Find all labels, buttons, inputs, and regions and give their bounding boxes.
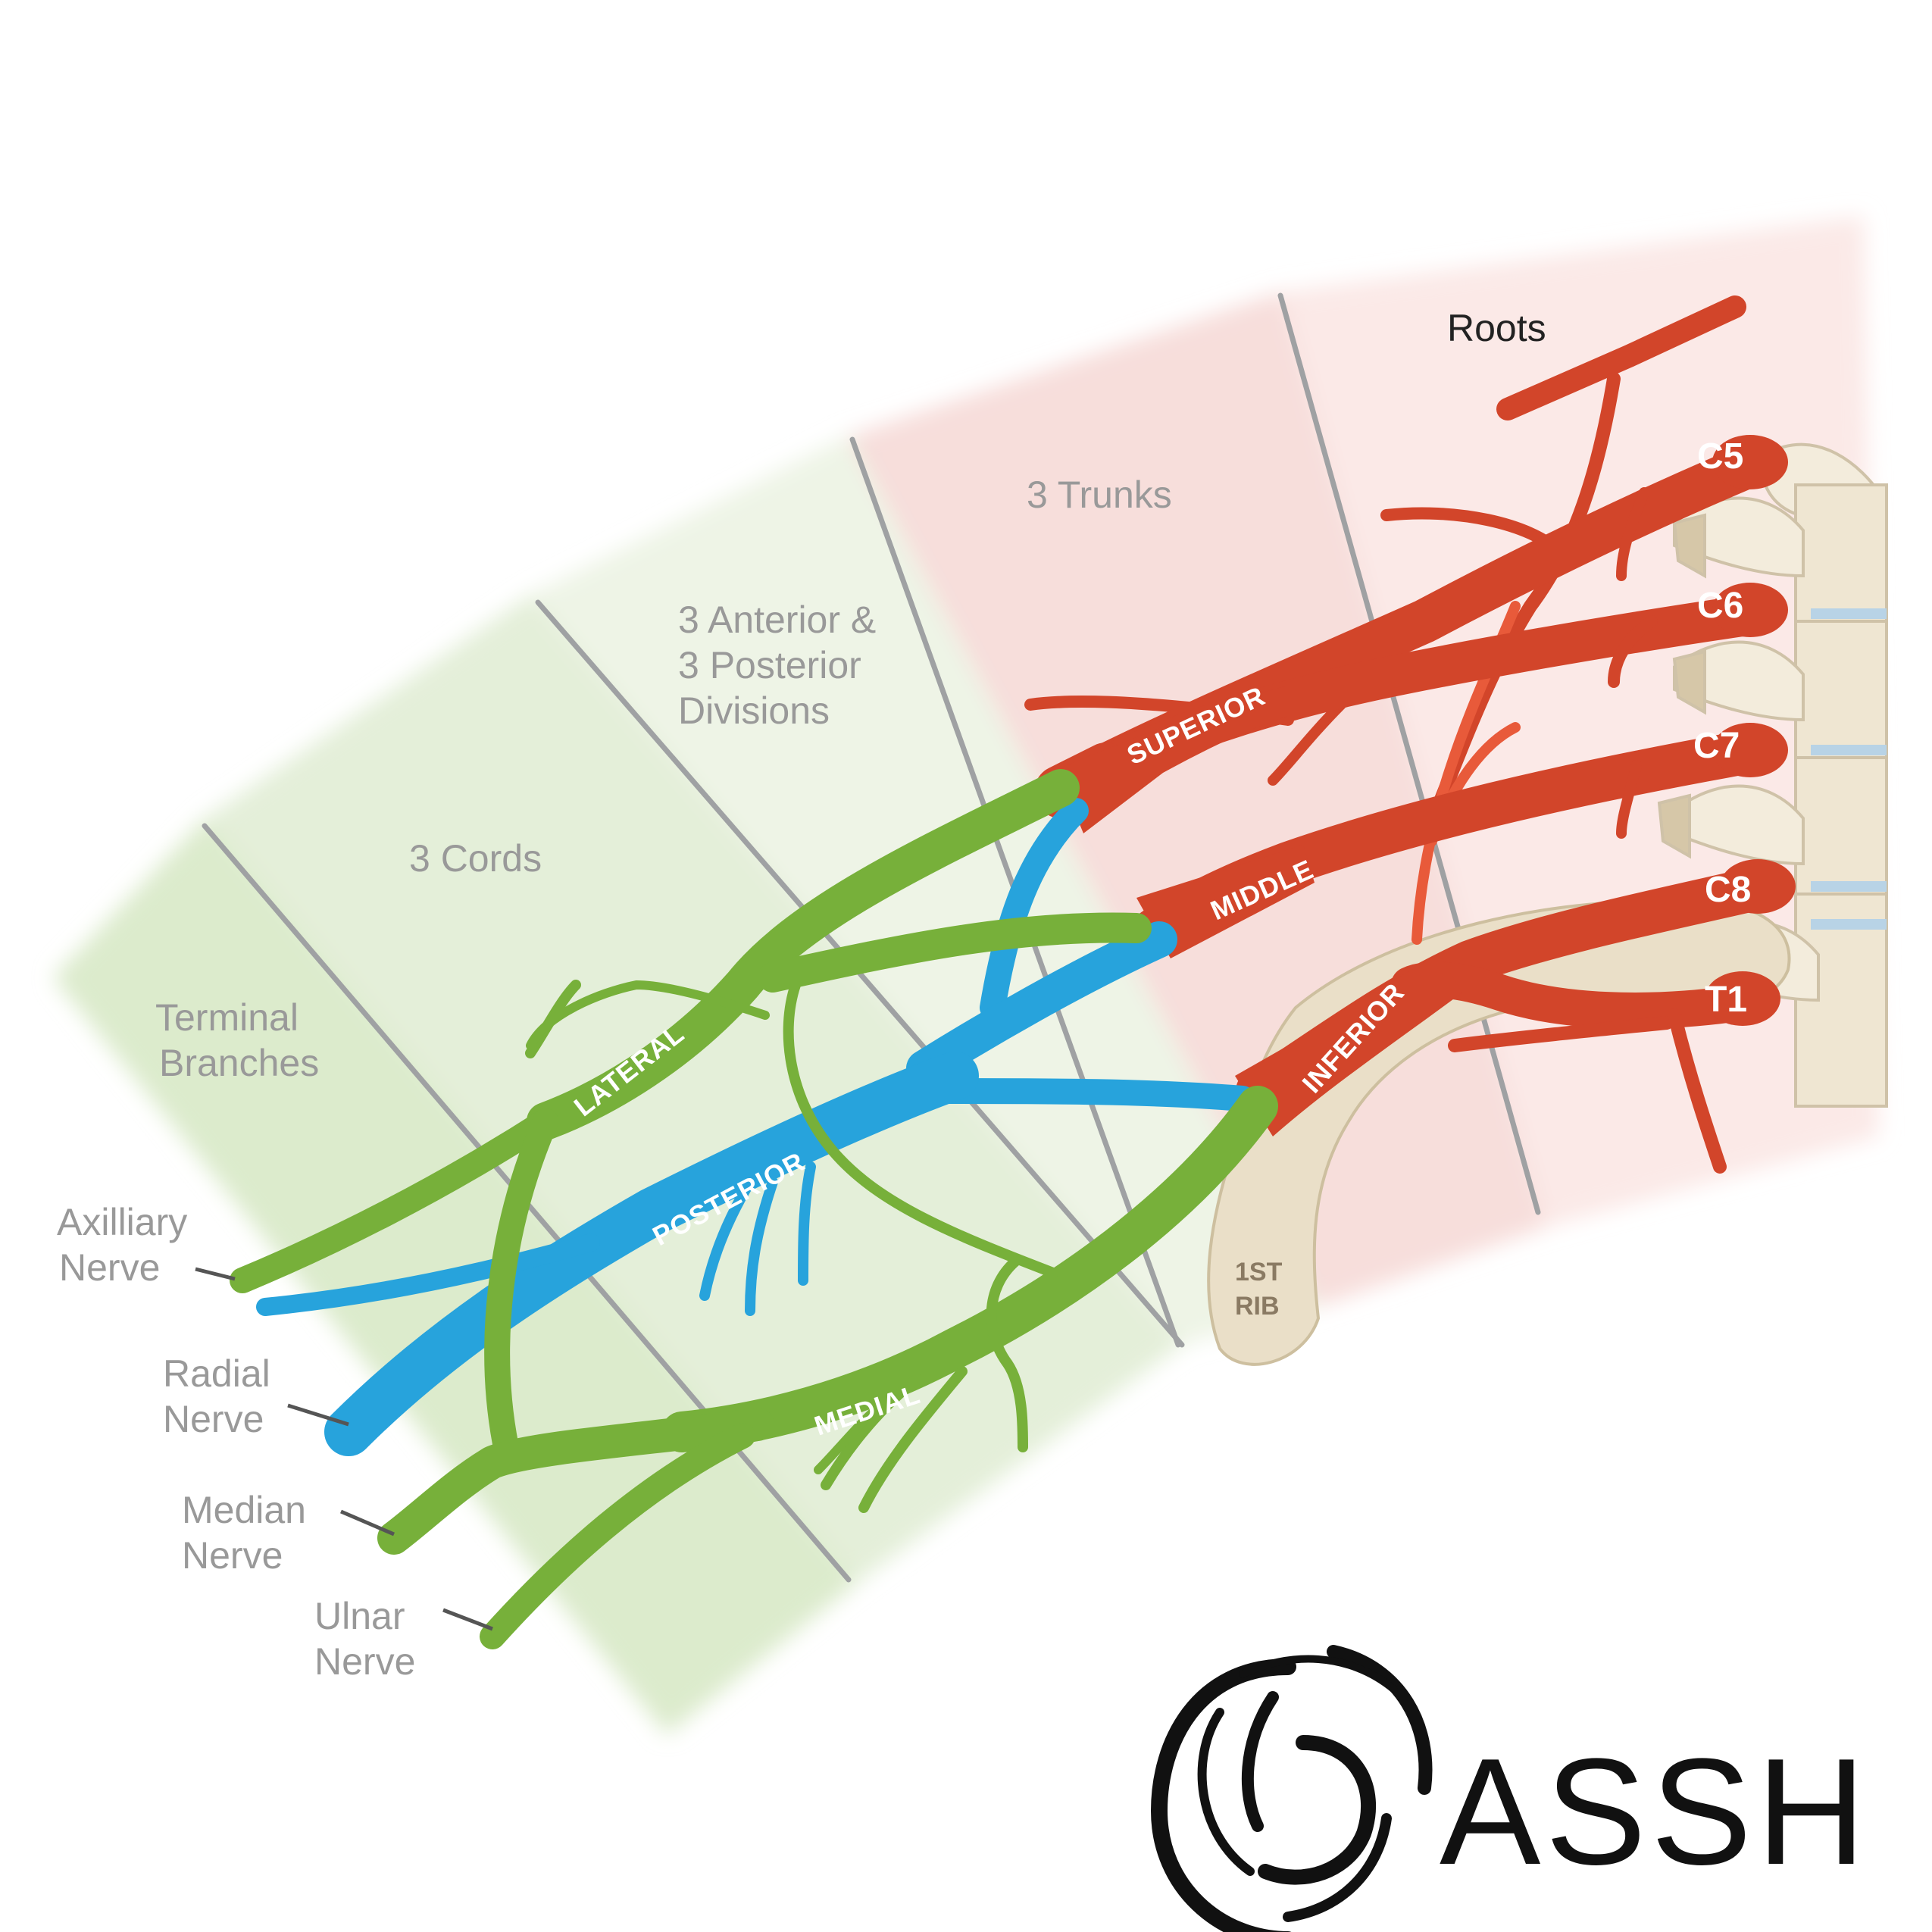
root-tag-t1: T1 [1705, 980, 1747, 1020]
medial-cutaneous-3 [814, 1390, 899, 1474]
vertebra-body-3 [1794, 756, 1888, 896]
medial-cutaneous-1 [821, 1374, 922, 1490]
band-divisions-2 [530, 436, 1318, 1345]
svg-text:Radial: Radial [163, 1352, 270, 1395]
assh-logo: ASSH [1150, 1645, 1871, 1932]
transverse-process-2 [1673, 640, 1805, 722]
svg-text:3 Posterior: 3 Posterior [678, 644, 861, 686]
svg-text:Ulnar: Ulnar [314, 1595, 405, 1637]
posterior-division-inferior [927, 1078, 1255, 1111]
ulnar-nerve [480, 1423, 755, 1649]
svg-text:Nerve: Nerve [59, 1246, 160, 1289]
posterior-cord-group [256, 798, 1255, 1456]
transverse-process-3 [1673, 784, 1805, 866]
trunks-label: 3 Trunks [1027, 474, 1172, 516]
subscapular-branch-2 [745, 1177, 778, 1316]
rib-tag-line2: RIB [1235, 1292, 1280, 1321]
svg-text:Nerve: Nerve [163, 1398, 264, 1440]
subscapular-branch-1 [699, 1177, 755, 1301]
cords-label: 3 Cords [409, 837, 542, 880]
roots-label: Roots [1447, 307, 1546, 349]
foramen-1 [1672, 513, 1706, 579]
musculocutaneous-loop [783, 980, 1058, 1278]
t1-descending [1668, 1008, 1727, 1174]
root-tag-c7: C7 [1693, 726, 1740, 766]
superior-trunk-body [1057, 686, 1288, 833]
svg-text:Nerve: Nerve [314, 1640, 415, 1683]
medial-cutaneous-2 [858, 1366, 968, 1513]
medial-pectoral-loop [986, 1256, 1028, 1452]
root-tag-c6: C6 [1697, 586, 1743, 626]
middle-trunk-body [1136, 845, 1315, 958]
lateral-to-axillary [230, 1108, 558, 1293]
foramen-2 [1672, 649, 1706, 715]
radial-nerve-label: Radial Nerve [163, 1352, 270, 1440]
vertebra-body-4 [1794, 893, 1888, 1108]
vertebra-body-1 [1794, 483, 1888, 623]
divider-4 [1277, 292, 1541, 1215]
median-nerve-label: Median Nerve [182, 1489, 306, 1577]
root-caps [1705, 435, 1796, 1026]
svg-text:Axilliary: Axilliary [57, 1201, 187, 1243]
vertebra-body-2 [1794, 620, 1888, 759]
anterior-cords-group [230, 769, 1278, 1649]
c6-twig [1608, 615, 1658, 688]
inferior-trunk-body [1235, 955, 1462, 1136]
root-tag-c8: C8 [1705, 870, 1751, 910]
svg-text:Terminal: Terminal [155, 996, 299, 1039]
dorsal-scapular-branch [1496, 295, 1746, 420]
assh-logo-text: ASSH [1440, 1727, 1871, 1896]
axillary-nerve [256, 1233, 600, 1316]
vertebrae [1657, 442, 1888, 1108]
lateral-cord [527, 769, 1080, 1140]
c7-twig [1616, 760, 1642, 839]
posterior-division-superior [980, 798, 1089, 1021]
t1-lower-branch [1448, 1016, 1674, 1052]
rib-tag-line1: 1ST [1235, 1258, 1283, 1286]
root-tag-c5: C5 [1697, 436, 1743, 477]
svg-text:Divisions: Divisions [678, 689, 830, 732]
subscapular-branch-3 [798, 1161, 816, 1286]
c5-twig [1616, 487, 1649, 581]
disc-lines [1811, 608, 1887, 930]
svg-text:Nerve: Nerve [182, 1534, 283, 1577]
ulnar-nerve-label: Ulnar Nerve [314, 1595, 415, 1683]
divisions-label: 3 Anterior & 3 Posterior Divisions [678, 599, 876, 732]
svg-text:3 Anterior &: 3 Anterior & [678, 599, 876, 641]
svg-text:Median: Median [182, 1489, 306, 1531]
assh-logo-mark [1150, 1645, 1433, 1932]
lateral-cord-twig [526, 980, 770, 1050]
anterior-division-middle [758, 912, 1152, 993]
subclavius-twig [1268, 699, 1346, 786]
axillary-nerve-label: Axilliary Nerve [57, 1201, 187, 1289]
svg-text:Branches: Branches [159, 1042, 319, 1084]
terminal-branches-label: Terminal Branches [155, 996, 319, 1084]
lateral-to-median [484, 1108, 558, 1468]
foramen-3 [1657, 793, 1691, 859]
nerve-leaders [195, 1267, 493, 1631]
median-nerve [377, 1408, 774, 1555]
posterior-cord [324, 1052, 979, 1456]
